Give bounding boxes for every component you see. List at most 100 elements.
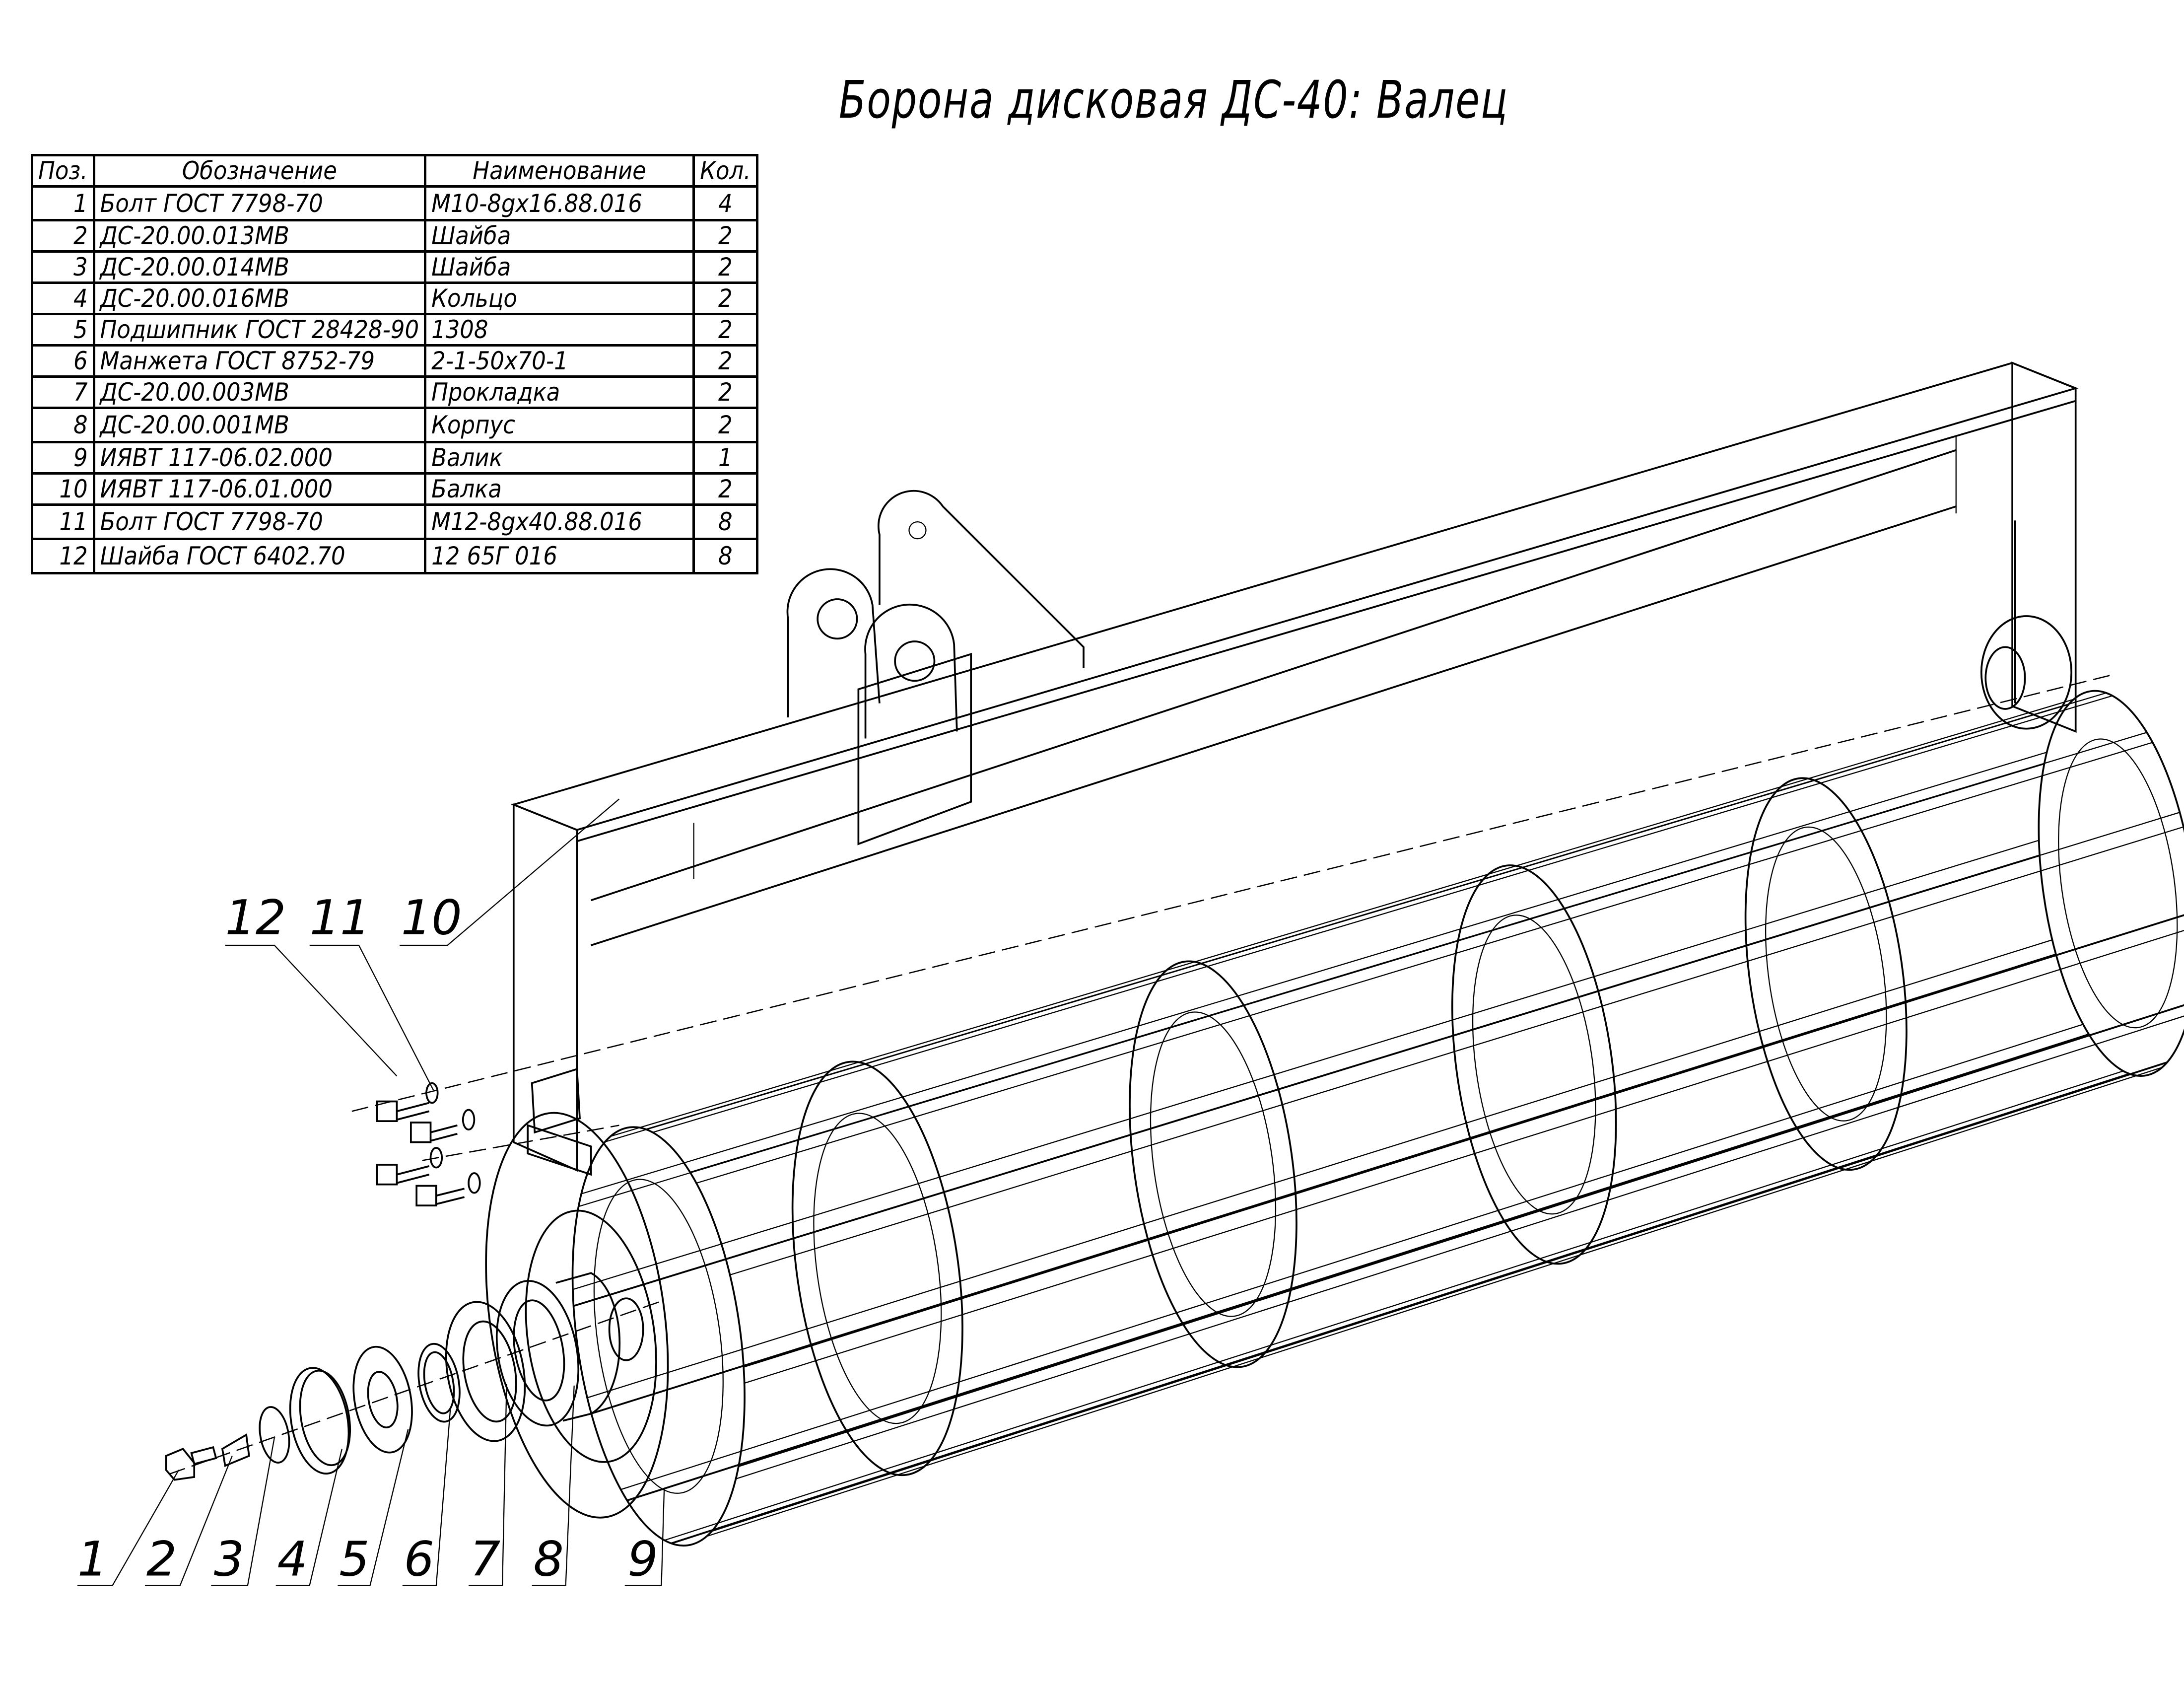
roller-ring <box>1744 777 1908 1171</box>
roller-bar <box>696 742 2153 1184</box>
roller-ring <box>1150 1011 1277 1317</box>
cell-designation: ДС-20.00.003МВ <box>92 375 427 409</box>
roller-ring <box>571 1126 746 1547</box>
cell-position: 2 <box>31 219 95 253</box>
cell-quantity: 2 <box>692 344 758 378</box>
roller-ring <box>1129 960 1297 1368</box>
roller-bar <box>587 939 2052 1399</box>
cell-quantity: 8 <box>692 538 758 574</box>
beam-frame <box>511 361 2079 1176</box>
cell-name: Кольцо <box>424 281 695 315</box>
roller-bar <box>664 1070 2124 1541</box>
roller-bar <box>610 699 2074 1137</box>
cell-name: М10-8gx16.88.016 <box>424 185 695 221</box>
roller-ring <box>1451 864 1617 1265</box>
roller-ring <box>2038 690 2184 1077</box>
callout-11: 11 <box>310 890 371 945</box>
cell-position: 7 <box>31 375 95 409</box>
roller-ring <box>791 1060 963 1477</box>
cell-quantity: 4 <box>692 185 758 221</box>
cell-name: 1308 <box>424 313 695 347</box>
cell-position: 11 <box>31 503 95 540</box>
cell-designation: ДС-20.00.014МВ <box>92 250 427 284</box>
roller-bar <box>744 930 2184 1384</box>
table-header-row: Поз. Обозначение Наименование Кол. <box>31 154 758 188</box>
roller-ring <box>1765 826 1887 1122</box>
cell-designation: ДС-20.00.013МВ <box>92 219 427 253</box>
cell-designation: ДС-20.00.016МВ <box>92 281 427 315</box>
cell-position: 12 <box>31 538 95 574</box>
cell-name: Шайба <box>424 250 695 284</box>
header-name: Наименование <box>424 154 695 188</box>
callout-7: 7 <box>470 1531 500 1587</box>
cell-position: 3 <box>31 250 95 284</box>
cell-designation: Подшипник ГОСТ 28428-90 <box>92 313 427 347</box>
cell-name: Балка <box>424 472 695 506</box>
callout-12: 12 <box>225 890 286 945</box>
cell-name: Прокладка <box>424 375 695 409</box>
roller-ring <box>1472 914 1596 1215</box>
cell-designation: Шайба ГОСТ 6402.70 <box>92 538 427 574</box>
cell-quantity: 2 <box>692 472 758 506</box>
cell-position: 9 <box>31 441 95 475</box>
leader-lines <box>77 798 665 1586</box>
roller-ring <box>2058 738 2178 1029</box>
cell-position: 5 <box>31 313 95 347</box>
cell-position: 1 <box>31 185 95 221</box>
header-position: Поз. <box>31 154 95 188</box>
cell-position: 8 <box>31 407 95 443</box>
cell-name: М12-8gx40.88.016 <box>424 503 695 540</box>
cell-quantity: 2 <box>692 313 758 347</box>
roller-bar <box>671 1073 2130 1545</box>
cell-designation: ДС-20.00.001МВ <box>92 407 427 443</box>
roller-bar <box>726 812 2180 1260</box>
roller-bar <box>706 1066 2163 1537</box>
cell-position: 6 <box>31 344 95 378</box>
roller-bar <box>730 826 2184 1276</box>
flange-disc <box>485 1112 669 1519</box>
roller-bar <box>738 1004 2184 1467</box>
roller-bar <box>620 1024 2084 1490</box>
exploded-parts <box>165 674 2111 1481</box>
cell-designation: Болт ГОСТ 7798-70 <box>92 185 427 221</box>
cell-quantity: 2 <box>692 219 758 253</box>
cell-quantity: 1 <box>692 441 758 475</box>
roller-ring <box>813 1113 942 1424</box>
callout-10: 10 <box>401 890 462 945</box>
drawing-title: Борона дисковая ДС-40: Валец <box>839 70 1508 130</box>
cell-designation: ИЯВТ 117-06.02.000 <box>92 441 427 475</box>
cell-position: 4 <box>31 281 95 315</box>
roller-bar <box>689 732 2147 1173</box>
roller-ring <box>593 1179 724 1494</box>
callout-3: 3 <box>214 1531 244 1587</box>
cell-name: Шайба <box>424 219 695 253</box>
roller-cylinder <box>571 690 2184 1547</box>
cell-name: 2-1-50x70-1 <box>424 344 695 378</box>
callout-numbers: 1 2 3 4 5 6 7 8 9 10 11 12 <box>77 890 658 1587</box>
callout-1: 1 <box>77 1531 108 1587</box>
cell-position: 10 <box>31 472 95 506</box>
roller-bar <box>736 1015 2184 1479</box>
cell-quantity: 2 <box>692 281 758 315</box>
cell-quantity: 2 <box>692 250 758 284</box>
cell-name: Корпус <box>424 407 695 443</box>
roller-bar <box>591 953 2056 1414</box>
cell-designation: Болт ГОСТ 7798-70 <box>92 503 427 540</box>
callout-5: 5 <box>339 1531 369 1587</box>
cell-quantity: 8 <box>692 503 758 540</box>
cell-designation: ИЯВТ 117-06.01.000 <box>92 472 427 506</box>
